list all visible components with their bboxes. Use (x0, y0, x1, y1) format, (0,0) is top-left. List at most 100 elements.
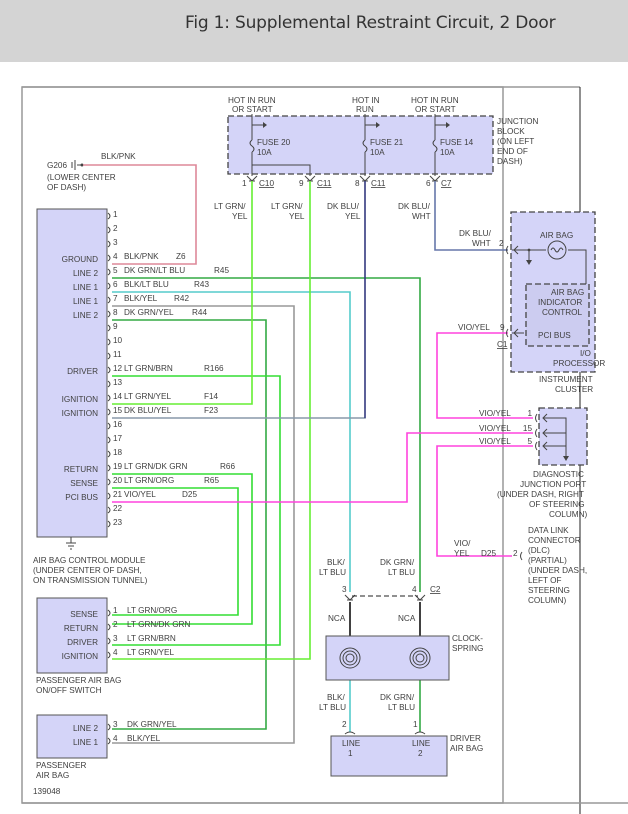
svg-text:D25: D25 (481, 549, 496, 558)
pin-number: 11 (113, 350, 122, 359)
wire-label: DK BLU/ (398, 202, 431, 211)
svg-text:PROCESSOR: PROCESSOR (553, 359, 605, 368)
svg-text:LT BLU: LT BLU (388, 703, 415, 712)
wire-color-label: BLK/LT BLU (124, 280, 169, 289)
svg-text:NCA: NCA (328, 614, 346, 623)
pin-number: 4 (113, 252, 118, 261)
pin-number: 18 (113, 448, 123, 457)
svg-text:(PARTIAL): (PARTIAL) (528, 556, 567, 565)
svg-text:ON TRANSMISSION TUNNEL): ON TRANSMISSION TUNNEL) (33, 576, 148, 585)
svg-text:CLUSTER: CLUSTER (555, 385, 593, 394)
wire-ltgrn-dkgrn (112, 473, 253, 625)
pin-hook-icon (107, 651, 111, 659)
svg-text:2: 2 (513, 549, 518, 558)
svg-text:(UNDER CENTER OF DASH,: (UNDER CENTER OF DASH, (33, 566, 142, 575)
pin-hook-icon (535, 428, 548, 438)
svg-text:AIR BAG: AIR BAG (450, 744, 483, 753)
clockspring: BLK/ LT BLU DK GRN/ LT BLU 3 4 C2 NCA NC… (319, 558, 483, 729)
pin-function: IGNITION (62, 652, 98, 661)
wire-color-label: DK GRN/LT BLU (124, 266, 185, 275)
junction-block: JUNCTION BLOCK (ON LEFT END OF DASH) HOT… (227, 96, 538, 188)
svg-text:1: 1 (413, 720, 418, 729)
pin-hook-icon (107, 450, 111, 458)
pin-number: 1 (242, 179, 247, 188)
pin-number: 5 (527, 437, 532, 446)
svg-text:4: 4 (412, 585, 417, 594)
svg-text:AIR BAG: AIR BAG (540, 231, 573, 240)
spring-coil-icon (339, 647, 431, 669)
pin-number: 4 (113, 648, 118, 657)
wire-color-label: LT GRN/ORG (124, 476, 174, 485)
pin-hook-icon (107, 338, 111, 346)
acm-pin: 17 (107, 434, 123, 444)
pin-number: 6 (426, 179, 431, 188)
air-bag-control-module: AIR BAG CONTROL MODULE (UNDER CENTER OF … (33, 208, 148, 585)
pin-number: 8 (355, 179, 360, 188)
pin-hook-icon (107, 212, 111, 220)
circuit-id: R45 (214, 266, 229, 275)
pin-number: 6 (113, 280, 118, 289)
fuse-label: FUSE 21 (370, 138, 404, 147)
pin-hook-icon (107, 366, 111, 374)
svg-text:JUNCTION: JUNCTION (497, 117, 538, 126)
pin-function: DRIVER (67, 367, 98, 376)
acm-pin: 10 (107, 336, 123, 346)
wire-color-label: DK GRN/YEL (127, 720, 177, 729)
pin-number: 23 (113, 518, 123, 527)
pin-number: 17 (113, 434, 123, 443)
circuit-id: R65 (204, 476, 219, 485)
pin-number: 19 (113, 462, 123, 471)
wire-color-label: LT GRN/BRN (124, 364, 173, 373)
wire-label: YEL (345, 212, 361, 221)
pin-number: 14 (113, 392, 123, 401)
pin-number: 16 (113, 420, 123, 429)
svg-text:C2: C2 (430, 585, 441, 594)
acm-pin: 18 (107, 448, 123, 458)
pin-number: 5 (113, 266, 118, 275)
svg-text:OF STEERING: OF STEERING (529, 500, 585, 509)
svg-text:2: 2 (418, 749, 423, 758)
pin-number: 3 (113, 634, 118, 643)
data-link-connector: VIO/ YEL D25 2 DATA LINK CONNECTOR (DLC)… (454, 526, 587, 605)
wire-label: WHT (412, 212, 431, 221)
svg-text:C1: C1 (497, 340, 508, 349)
connector-id: C11 (317, 179, 332, 188)
pin-hook-icon (107, 609, 111, 617)
pin-hook-icon (107, 268, 111, 276)
pin-function: LINE 2 (73, 269, 98, 278)
pin-hook-icon (107, 296, 111, 304)
pin-function: LINE 1 (73, 738, 98, 747)
pin-function: LINE 1 (73, 297, 98, 306)
wire-color-label: VIO/YEL (479, 409, 511, 418)
circuit-id: R66 (220, 462, 235, 471)
connector-id: C11 (371, 179, 386, 188)
pin-hook-icon (107, 737, 111, 745)
source-label: OR START (415, 105, 456, 114)
pin-hook-icon (107, 723, 111, 731)
pin-number: 22 (113, 504, 123, 513)
wire-vio-yel (112, 432, 533, 503)
pin-number: 20 (113, 476, 123, 485)
svg-text:LINE: LINE (412, 739, 431, 748)
source-label: HOT IN (352, 96, 380, 105)
svg-text:LT BLU: LT BLU (319, 703, 346, 712)
svg-text:1: 1 (348, 749, 353, 758)
svg-text:OF DASH): OF DASH) (47, 183, 86, 192)
svg-text:BLK/: BLK/ (327, 693, 345, 702)
svg-text:(UNDER DASH, RIGHT: (UNDER DASH, RIGHT (497, 490, 584, 499)
pin-number: 15 (523, 424, 533, 433)
svg-text:2: 2 (499, 239, 504, 248)
title-bar: Fig 1: Supplemental Restraint Circuit, 2… (0, 0, 628, 62)
svg-text:DK BLU/: DK BLU/ (459, 229, 492, 238)
svg-text:VIO/YEL: VIO/YEL (458, 323, 490, 332)
pin-function: RETURN (64, 624, 98, 633)
wire-label: YEL (232, 212, 248, 221)
svg-text:STEERING: STEERING (528, 586, 570, 595)
acm-pin: 13 (107, 378, 123, 388)
fuse-rating: 10A (440, 148, 455, 157)
